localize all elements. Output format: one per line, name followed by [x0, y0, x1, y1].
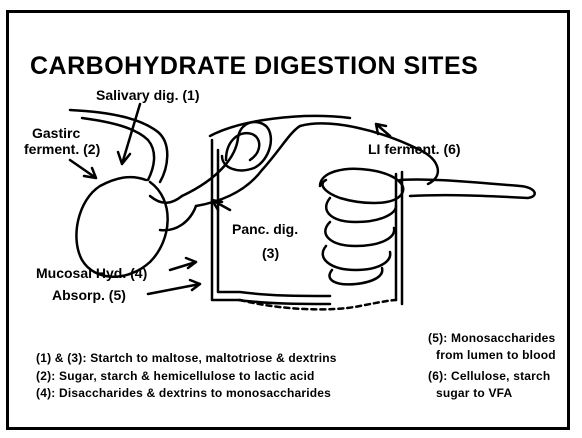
rectum	[400, 179, 535, 198]
stomach	[76, 177, 167, 277]
gastric-label-line2: ferment. (2)	[24, 142, 100, 156]
diagram-title: CARBOHYDRATE DIGESTION SITES	[30, 54, 478, 79]
absorp-arrow	[148, 280, 200, 294]
legend-item-5-line2: from lumen to blood	[436, 349, 556, 361]
salivary-label: Salivary dig. (1)	[96, 88, 199, 102]
legend-item-6-line2: sugar to VFA	[436, 387, 512, 399]
mucosal-label: Mucosal Hyd. (4)	[36, 266, 147, 280]
panc-label-line1: Panc. dig.	[232, 222, 298, 236]
salivary-arrow	[118, 104, 140, 164]
panc-label-line2: (3)	[262, 246, 279, 260]
legend-item-6-line1: (6): Cellulose, starch	[428, 370, 550, 382]
panc-arrow	[212, 200, 230, 210]
legend-item-1-3: (1) & (3): Startch to maltose, maltotrio…	[36, 352, 337, 364]
gastric-label-line1: Gastirc	[32, 126, 80, 140]
stomach-outlet	[150, 196, 196, 230]
li-ferment-label: LI ferment. (6)	[368, 142, 461, 156]
legend-item-4: (4): Disaccharides & dextrins to monosac…	[36, 387, 331, 399]
absorp-label: Absorp. (5)	[52, 288, 126, 302]
gastric-arrow	[70, 160, 96, 178]
mucosal-arrow	[170, 258, 196, 270]
legend-item-5-line1: (5): Monosaccharides	[428, 332, 555, 344]
legend-item-2: (2): Sugar, starch & hemicellulose to la…	[36, 370, 315, 382]
small-intestine	[182, 122, 438, 206]
spiral-colon	[320, 169, 403, 285]
